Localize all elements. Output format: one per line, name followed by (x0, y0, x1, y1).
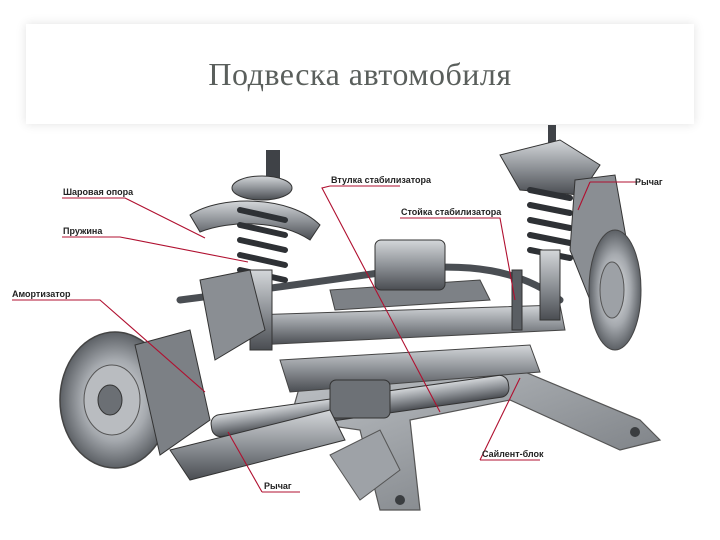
leader-lines (12, 181, 640, 493)
label-shock-absorber: Амортизатор (12, 289, 71, 299)
label-lever-bottom: Рычаг (264, 481, 292, 491)
title-box: Подвеска автомобиля (26, 24, 694, 124)
left-strut (189, 150, 321, 361)
label-spring: Пружина (63, 226, 103, 236)
suspension-diagram: Шаровая опора Пружина Амортизатор Втулка… (12, 125, 663, 511)
label-stabilizer-bushing: Втулка стабилизатора (331, 175, 432, 185)
label-lever-right: Рычаг (635, 177, 663, 187)
label-stabilizer-link: Стойка стабилизатора (401, 207, 502, 217)
left-lower-arm (169, 409, 346, 481)
label-ball-joint: Шаровая опора (63, 187, 134, 197)
left-brake-disc (59, 329, 211, 469)
right-brake-disc (588, 229, 642, 351)
page-title: Подвеска автомобиля (208, 55, 512, 92)
left-spring (237, 207, 288, 283)
label-silent-block: Сайлент-блок (482, 449, 544, 459)
right-spring (527, 187, 573, 261)
